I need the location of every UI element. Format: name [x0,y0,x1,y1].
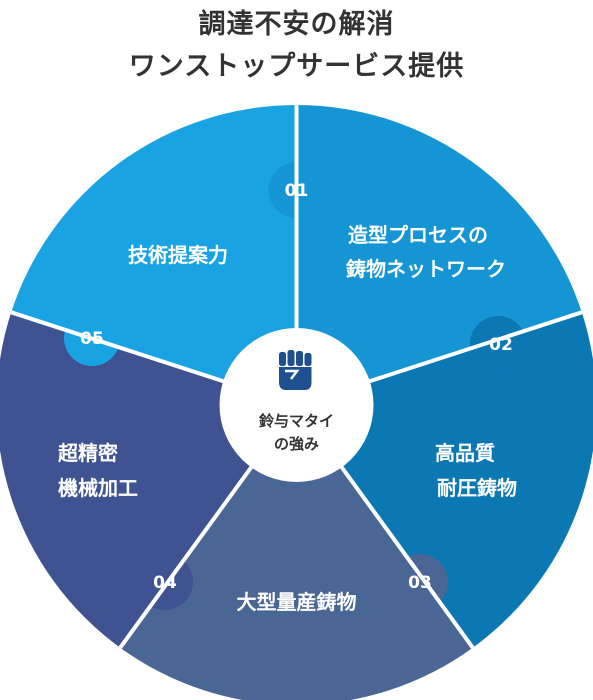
segment-number-05: 05 [80,329,104,349]
segment-number-03: 03 [408,573,432,593]
segment-label-01-line2: 鋳物ネットワーク [346,257,506,281]
segment-label-04-line2: 機械加工 [58,476,138,500]
segment-label-02-line2: 耐圧鋳物 [437,476,517,500]
segment-label-05: 技術提案力 [128,243,228,267]
segment-label-02-line1: 高品質 [435,441,495,465]
diagram-title-line2: ワンストップサービス提供 [128,51,465,82]
center-label-line1: 鈴与マタイ [259,412,334,430]
segment-label-04-line1: 超精密 [57,441,118,465]
segment-label-01-line1: 造型プロセスの [348,223,488,247]
segment-label-03: 大型量産鋳物 [237,590,357,614]
segment-number-04: 04 [153,573,177,593]
center-circle [219,328,374,482]
segment-number-02: 02 [489,335,513,355]
center-label-line2: の強み [274,435,319,453]
fist-icon [279,350,312,390]
number-bump-02 [470,316,526,372]
diagram-title-line1: 調達不安の解消 [198,9,395,40]
segment-03 [120,405,473,700]
segment-number-01: 01 [285,181,309,201]
